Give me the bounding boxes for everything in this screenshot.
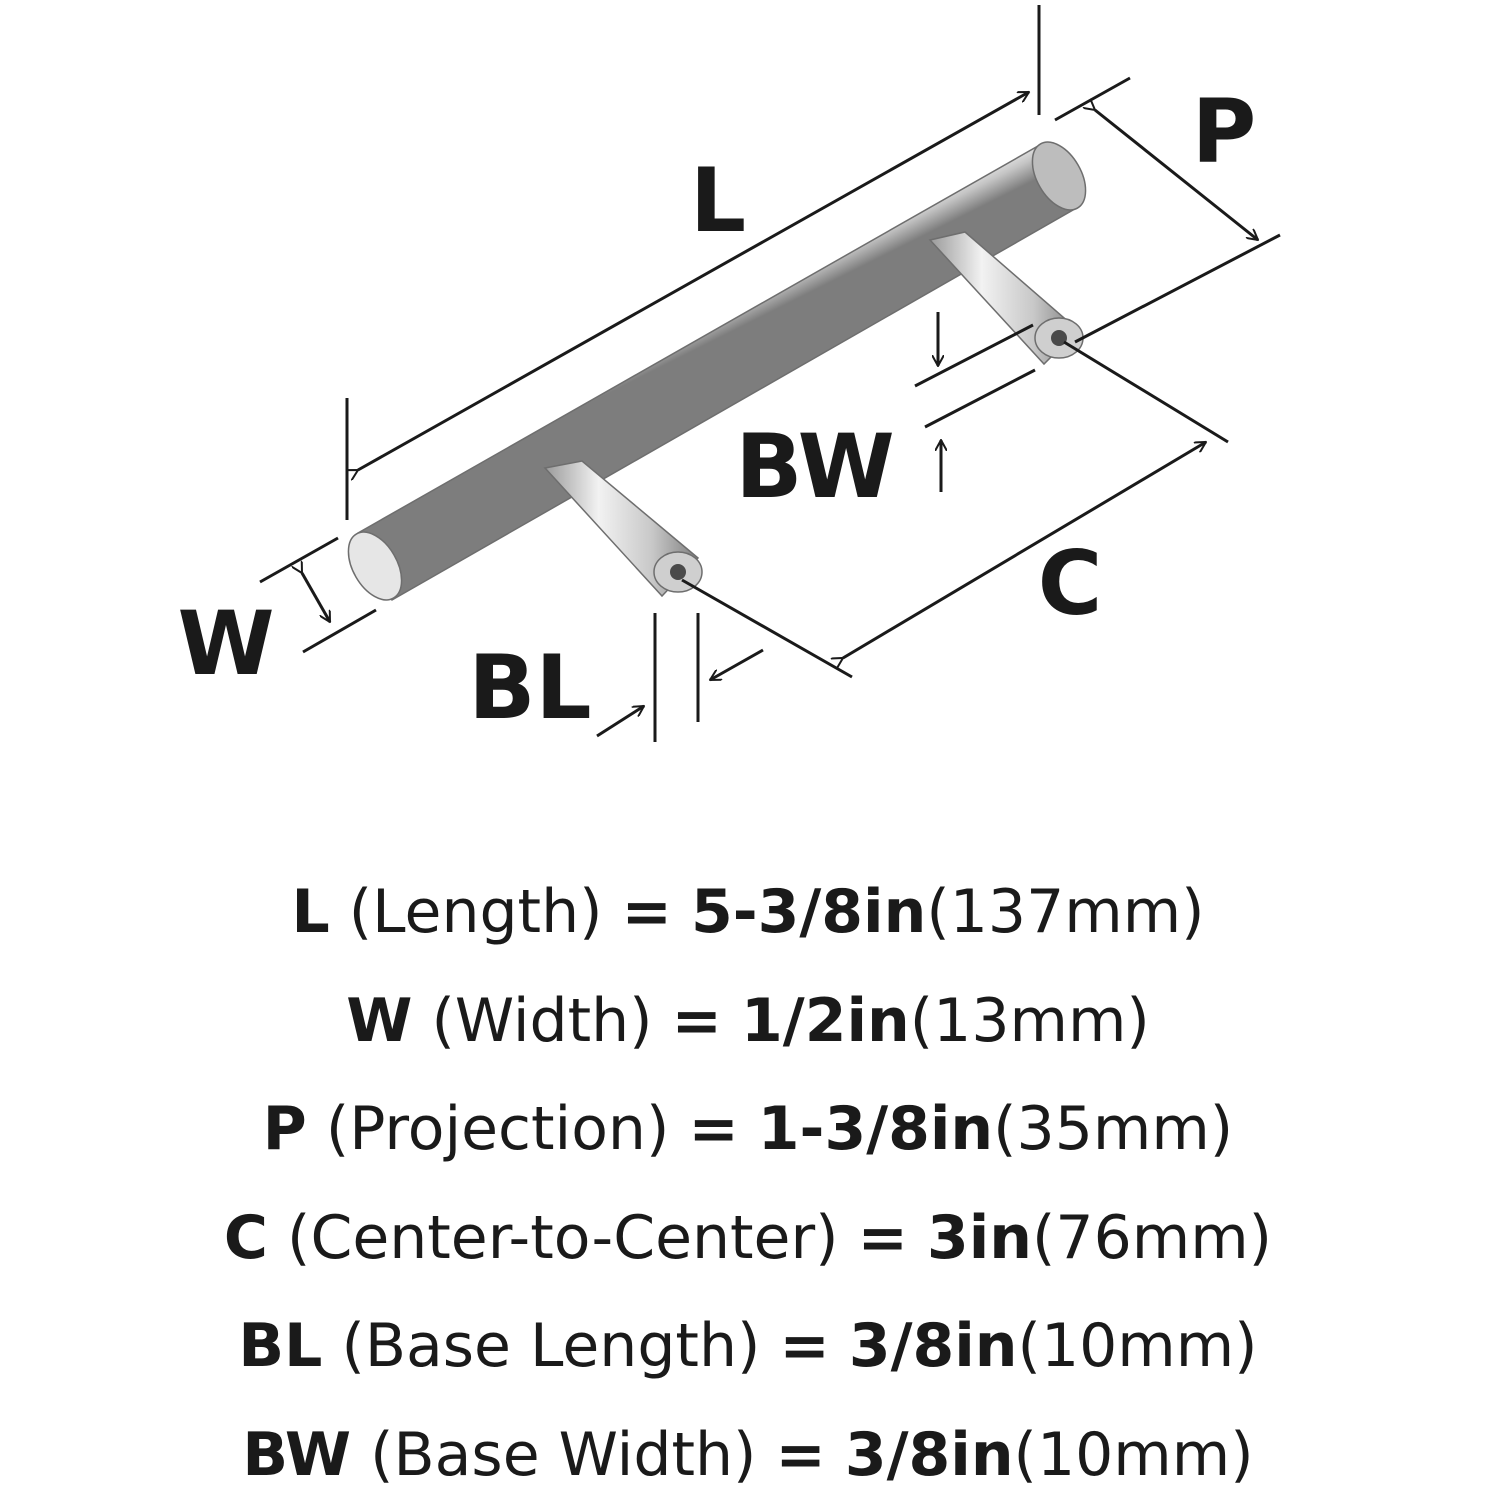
projection-extension-top <box>1055 78 1130 120</box>
spec-equals: = <box>779 1311 829 1381</box>
spec-imperial-value: 1-3/8in <box>758 1094 993 1164</box>
spec-metric-value: (10mm) <box>1018 1311 1258 1381</box>
spec-letter: C <box>224 1203 268 1273</box>
center-extension-right <box>1064 342 1228 442</box>
spec-name: (Length) <box>349 877 603 947</box>
spec-metric-value: (10mm) <box>1014 1420 1254 1490</box>
spec-equals: = <box>858 1203 908 1273</box>
spec-equals: = <box>622 877 672 947</box>
spec-name: (Projection) <box>326 1094 670 1164</box>
spec-width: W (Width) = 1/2in(13mm) <box>0 967 1496 1076</box>
spec-name: (Base Length) <box>341 1311 760 1381</box>
spec-letter: L <box>291 877 329 947</box>
spec-imperial-value: 1/2in <box>741 986 910 1056</box>
base-length-arrow-left <box>597 706 644 736</box>
spec-equals: = <box>672 986 722 1056</box>
center-extension-left <box>682 580 852 677</box>
spec-length: L (Length) = 5-3/8in(137mm) <box>0 858 1496 967</box>
spec-letter: W <box>346 986 412 1056</box>
center-label: C <box>1038 532 1103 635</box>
spec-equals: = <box>688 1094 738 1164</box>
spec-imperial-value: 3in <box>927 1203 1032 1273</box>
spec-name: (Base Width) <box>370 1420 756 1490</box>
center-arrow <box>843 442 1206 658</box>
spec-equals: = <box>775 1420 825 1490</box>
spec-base-length: BL (Base Length) = 3/8in(10mm) <box>0 1292 1496 1401</box>
base-width-label: BW <box>735 415 894 518</box>
base-width-extension-top <box>915 325 1033 386</box>
spec-projection: P (Projection) = 1-3/8in(35mm) <box>0 1075 1496 1184</box>
width-extension-top <box>260 538 338 582</box>
spec-metric-value: (76mm) <box>1032 1203 1272 1273</box>
screw-hole-left <box>670 564 686 580</box>
base-width-extension-bottom <box>925 370 1035 427</box>
spec-imperial-value: 3/8in <box>845 1420 1014 1490</box>
spec-base-width: BW (Base Width) = 3/8in(10mm) <box>0 1401 1496 1509</box>
spec-name: (Center-to-Center) <box>287 1203 839 1273</box>
spec-metric-value: (13mm) <box>910 986 1150 1056</box>
spec-name: (Width) <box>431 986 652 1056</box>
spec-center-to-center: C (Center-to-Center) = 3in(76mm) <box>0 1184 1496 1293</box>
width-label: W <box>177 592 274 695</box>
spec-imperial-value: 5-3/8in <box>691 877 926 947</box>
dimension-diagram: L P BW C W BL <box>0 0 1496 800</box>
base-length-label: BL <box>468 636 591 739</box>
base-length-arrow-right <box>710 650 763 680</box>
spec-letter: P <box>263 1094 307 1164</box>
length-label: L <box>690 149 746 252</box>
width-arrow <box>302 573 330 622</box>
width-extension-bottom <box>303 610 376 652</box>
spec-metric-value: (137mm) <box>926 877 1204 947</box>
spec-imperial-value: 3/8in <box>849 1311 1018 1381</box>
projection-label: P <box>1192 80 1257 183</box>
projection-extension-bottom <box>1075 235 1280 342</box>
spec-metric-value: (35mm) <box>993 1094 1233 1164</box>
specifications-list: L (Length) = 5-3/8in(137mm) W (Width) = … <box>0 858 1496 1509</box>
spec-letter: BW <box>242 1420 351 1490</box>
spec-letter: BL <box>238 1311 322 1381</box>
